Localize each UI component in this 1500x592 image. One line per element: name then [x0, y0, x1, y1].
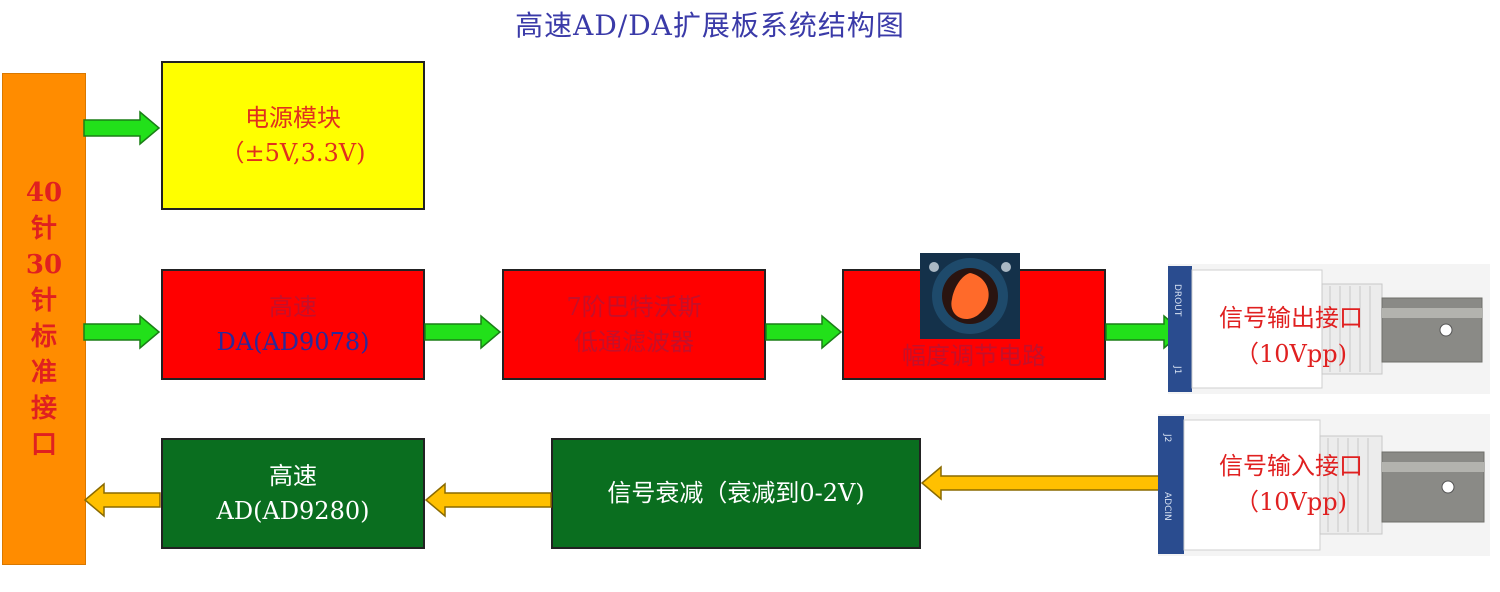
connector-char: 40	[25, 178, 63, 208]
attenuator-label: 信号衰减（衰减到0-2V)	[607, 479, 865, 508]
arrow-to-da	[83, 314, 161, 350]
connector-char: 准	[30, 358, 57, 388]
output-port-line1: 信号输出接口	[1219, 304, 1363, 332]
output-bnc-connector-image: DROUT J1	[1168, 264, 1490, 394]
output-port-line2: （10Vpp)	[1235, 340, 1347, 368]
arrow-filter-to-amplitude	[765, 314, 843, 350]
diagram-title: 高速AD/DA扩展板系统结构图	[515, 9, 905, 42]
arrow-input-to-attenuator	[920, 465, 1183, 501]
output-bnc-mark-bottom: J1	[1172, 365, 1182, 374]
connector-char: 针	[30, 214, 57, 244]
input-bnc-mark-top: J2	[1162, 433, 1172, 442]
arrow-attenuator-to-ad	[424, 482, 552, 518]
output-port-label: 信号输出接口 （10Vpp)	[1196, 300, 1386, 372]
amplitude-label: 幅度调节电路	[902, 342, 1046, 371]
da-line1: 高速	[269, 292, 317, 321]
potentiometer-image	[920, 253, 1020, 339]
input-port-line2: （10Vpp)	[1235, 488, 1347, 516]
input-port-line1: 信号输入接口	[1219, 452, 1363, 480]
arrow-to-power	[83, 110, 161, 146]
ad-line2: AD(AD9280)	[216, 496, 370, 525]
input-bnc-mark-bottom: ADCIN	[1162, 492, 1172, 521]
da-line2: DA(AD9078)	[216, 327, 370, 356]
connector-char: 针	[30, 286, 57, 316]
power-module-voltage: （±5V,3.3V)	[220, 138, 366, 167]
lowpass-filter-box: 7阶巴特沃斯 低通滤波器	[502, 269, 766, 380]
connector-char: 口	[30, 430, 57, 460]
power-module-box: 电源模块 （±5V,3.3V)	[161, 61, 425, 210]
connector-char: 接	[30, 394, 57, 424]
attenuator-box: 信号衰减（衰减到0-2V)	[551, 438, 921, 549]
ad-line1: 高速	[269, 461, 317, 490]
power-module-name: 电源模块	[245, 103, 341, 132]
filter-line2: 低通滤波器	[574, 327, 694, 356]
input-bnc-connector-image: J2 ADCIN	[1158, 414, 1490, 556]
arrow-da-to-filter	[424, 314, 502, 350]
connector-char: 30	[25, 250, 63, 280]
ad-box: 高速 AD(AD9280)	[161, 438, 425, 549]
connector-char: 标	[30, 322, 57, 352]
filter-line1: 7阶巴特沃斯	[566, 292, 702, 321]
da-box: 高速 DA(AD9078)	[161, 269, 425, 380]
arrow-ad-to-connector	[83, 482, 161, 518]
pin-header-connector: 40 针 30 针 标 准 接 口	[2, 73, 86, 565]
output-bnc-mark-top: DROUT	[1172, 284, 1182, 317]
input-port-label: 信号输入接口 （10Vpp)	[1196, 448, 1386, 520]
